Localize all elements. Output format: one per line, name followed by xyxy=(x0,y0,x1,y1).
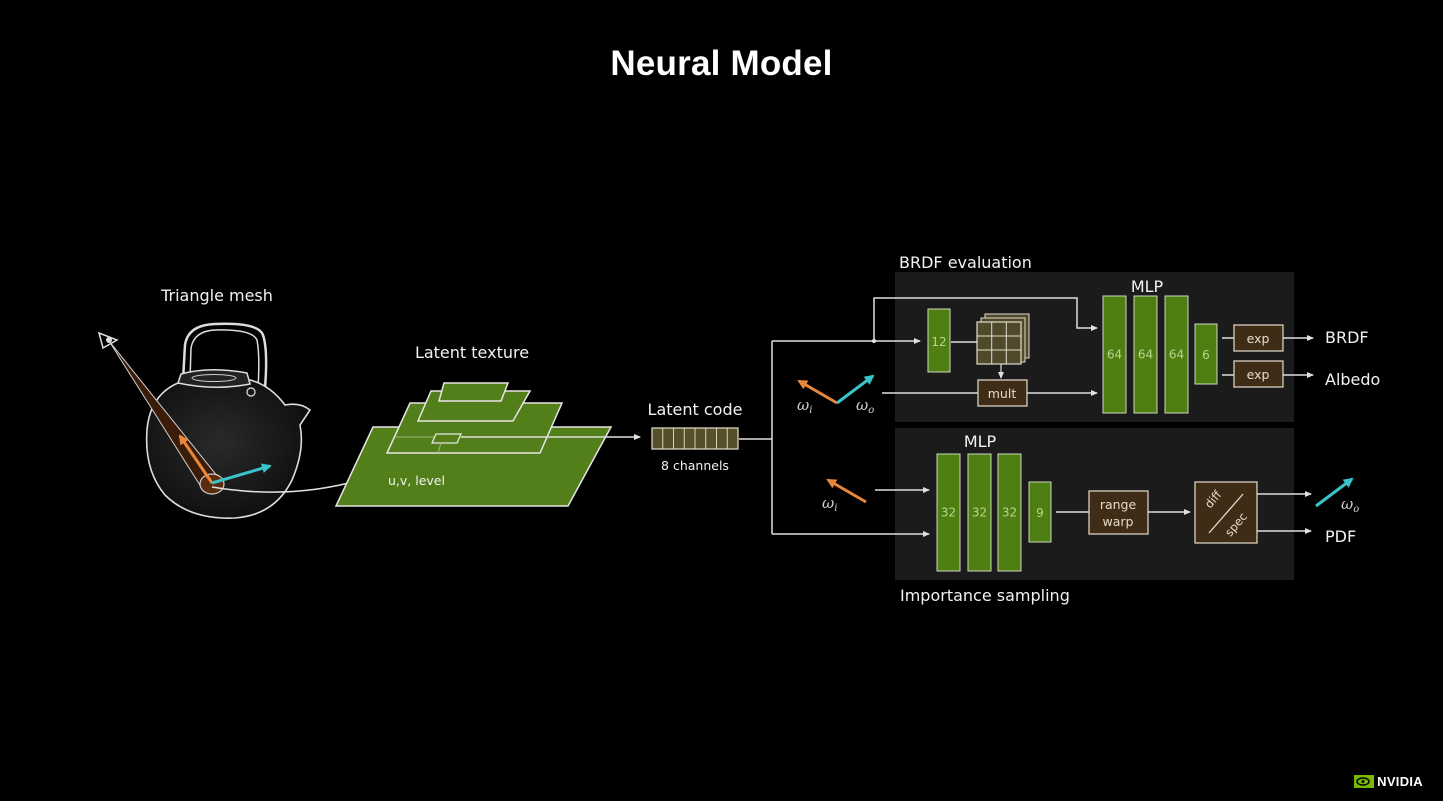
brdf-hidden-layer xyxy=(1102,295,1127,414)
sampling-omega-i-arrow xyxy=(826,478,867,504)
sampling-hidden-layers: 32 32 32 xyxy=(936,453,1022,572)
teapot-body xyxy=(145,379,312,519)
brdf-hidden-layers: 64 64 64 xyxy=(1102,295,1189,414)
brdf-hidden-layer-size: 64 xyxy=(1138,348,1153,362)
slide-title: Neural Model xyxy=(610,44,833,83)
sampled-omega-o-arrow xyxy=(1315,477,1354,508)
brdf-hidden-layer-size: 64 xyxy=(1107,348,1122,362)
latent-code-group: Latent code 8 channels xyxy=(648,341,773,534)
sampling-omega-i-label: ωi xyxy=(822,494,837,514)
nvidia-wordmark: NVIDIA xyxy=(1377,774,1423,789)
sampling-hidden-layer-size: 32 xyxy=(972,506,987,520)
brdf-evaluation-panel: BRDF evaluation MLP 12 mult 64 64 64 xyxy=(772,253,1380,422)
sampled-omega-o-label: ωo xyxy=(1341,495,1359,515)
brdf-omega-i-arrow xyxy=(797,379,838,405)
brdf-output-layer-size: 6 xyxy=(1202,348,1210,362)
brdf-omega-o-label: ωo xyxy=(856,396,874,416)
brdf-input-layer-size: 12 xyxy=(931,335,946,349)
sampling-mlp-label: MLP xyxy=(964,432,997,451)
brdf-hidden-layer-size: 64 xyxy=(1169,348,1184,362)
sample-cell xyxy=(430,433,463,444)
importance-sampling-panel: Importance sampling MLP 32 32 32 9 range w… xyxy=(772,428,1359,605)
latent-code-label: Latent code xyxy=(648,400,743,419)
sampling-hidden-layer xyxy=(967,453,992,572)
exp-label-brdf: exp xyxy=(1247,331,1270,346)
brdf-omega-i-label: ωi xyxy=(797,396,812,416)
importance-sampling-label: Importance sampling xyxy=(900,586,1070,605)
triangle-mesh-label: Triangle mesh xyxy=(160,286,273,305)
brdf-hidden-layer xyxy=(1164,295,1189,414)
outgoing-direction-arrow xyxy=(211,463,272,485)
brdf-output-label: BRDF xyxy=(1325,328,1369,347)
latent-texture-group: Latent texture u,v, level xyxy=(334,343,641,507)
sampling-hidden-layer xyxy=(936,453,961,572)
range-warp-label-1: range xyxy=(1100,497,1137,512)
sampling-hidden-layer-size: 32 xyxy=(1002,506,1017,520)
mip-level-3 xyxy=(438,382,510,402)
sampling-hidden-layer-size: 32 xyxy=(941,506,956,520)
nvidia-logo: NVIDIA xyxy=(1354,774,1423,789)
nvidia-eye-icon xyxy=(1354,775,1375,788)
teapot-handle xyxy=(181,322,268,389)
brdf-mlp-label: MLP xyxy=(1131,277,1164,296)
matrix-icon xyxy=(976,313,1030,365)
teapot-lid xyxy=(177,368,251,389)
brdf-evaluation-label: BRDF evaluation xyxy=(899,253,1032,272)
triangle-mesh-group: Triangle mesh xyxy=(97,286,429,519)
pdf-output-label: PDF xyxy=(1325,527,1356,546)
mult-label: mult xyxy=(988,386,1017,401)
exp-label-albedo: exp xyxy=(1247,367,1270,382)
latent-code-vector xyxy=(651,427,739,450)
brdf-hidden-layer xyxy=(1133,295,1158,414)
latent-texture-label: Latent texture xyxy=(415,343,529,362)
sampling-output-layer-size: 9 xyxy=(1036,506,1044,520)
range-warp-label-2: warp xyxy=(1103,514,1134,529)
incident-direction-arrow xyxy=(178,434,214,484)
brdf-omega-o-arrow xyxy=(836,374,875,405)
uv-level-label: u,v, level xyxy=(388,473,445,488)
eye-icon xyxy=(97,331,119,350)
sampling-hidden-layer xyxy=(997,453,1022,572)
albedo-output-label: Albedo xyxy=(1325,370,1380,389)
channels-label: 8 channels xyxy=(661,458,729,473)
